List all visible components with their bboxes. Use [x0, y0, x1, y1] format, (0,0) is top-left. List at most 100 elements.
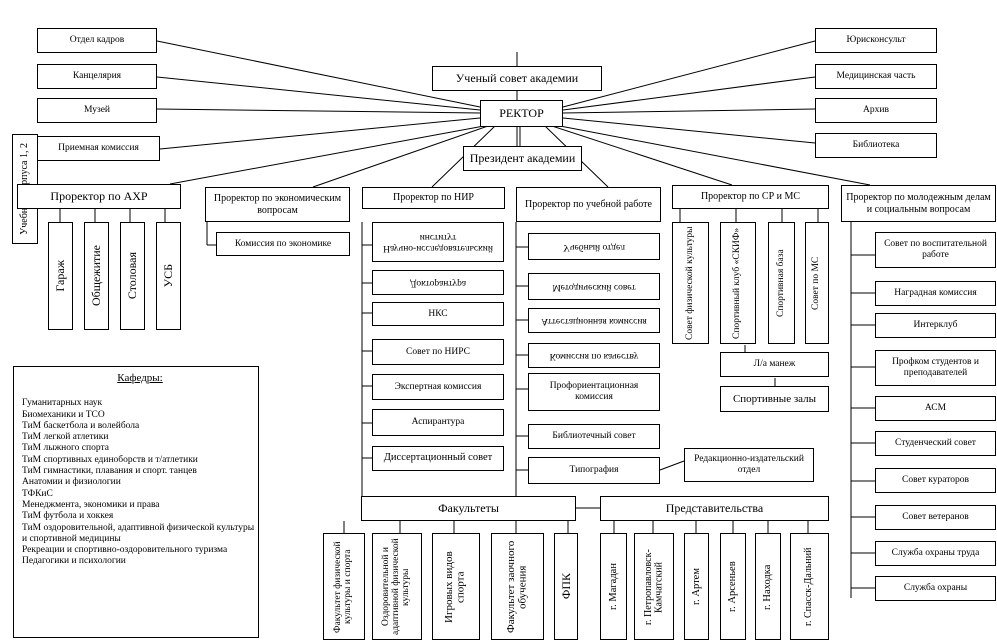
- prorector-box-academic: Проректор по учебной работе: [516, 187, 661, 222]
- departments-item: ТиМ баскетбола и волейбола: [22, 420, 140, 431]
- ucheb-dept-label: Учебный отдел: [563, 241, 625, 252]
- faculty-distance-label: Факультет заочного обучения: [504, 540, 529, 633]
- prorector-box-economics: Проректор по экономическим вопросам: [205, 187, 350, 222]
- ucheb-method-box: Методический совет: [528, 273, 660, 300]
- ucheb-attest-label: Аттестационная комиссия: [541, 315, 647, 326]
- nir-doctorate-label: Докторантура: [409, 277, 467, 288]
- rep-petropavlovsk-box: г. Петропавловск-Камчатский: [634, 533, 674, 640]
- sr-base-box: Спортивная база: [768, 222, 795, 344]
- dept-box-chancellery: Канцелярия: [37, 64, 157, 89]
- youth-veterans-box: Совет ветеранов: [875, 505, 996, 530]
- ucheb-method-label: Методический совет: [552, 281, 636, 292]
- departments-item: Рекреации и спортивно-оздоровительного т…: [22, 545, 228, 556]
- nir-doctorate-box: Докторантура: [372, 270, 504, 295]
- ucheb-dept-box: Учебный отдел: [528, 233, 660, 260]
- departments-item: ТиМ гимнастики, плавания и спорт. танцев: [22, 466, 197, 477]
- youth-interclub-box: Интерклуб: [875, 313, 996, 338]
- econ-commission-box: Комиссия по экономике: [216, 232, 350, 256]
- sr-manege-box: Л/а манеж: [720, 352, 829, 377]
- sr-halls-box: Спортивные залы: [720, 386, 829, 412]
- axr-canteen-label: Столовая: [125, 252, 140, 300]
- faculty-team-sports-label: Игровых видов спорта: [443, 550, 467, 623]
- faculty-team-sports-box: Игровых видов спорта: [432, 533, 480, 640]
- youth-awards-box: Наградная комиссия: [875, 281, 996, 306]
- sr-ms-label: Совет по МС: [811, 256, 822, 310]
- ucheb-career-box: Профориентационная комиссия: [528, 373, 660, 411]
- departments-list: Кафедры: Гуманитарных наук Биомеханики и…: [13, 366, 259, 638]
- sr-club-label: Спортивный клуб «СКИФ»: [732, 227, 743, 339]
- nir-institute-box: Научно-исследовательский институт: [372, 222, 504, 262]
- youth-labor-safety-box: Служба охраны труда: [875, 541, 996, 566]
- axr-dormitory-box: Общежитие: [84, 222, 109, 330]
- youth-union-box: Профком студентов и преподавателей: [875, 350, 996, 386]
- dept-box-medical: Медицинская часть: [815, 64, 937, 89]
- departments-item: Педагогики и психологии: [22, 556, 126, 567]
- departments-item: ТиМ лыжного спорта: [22, 443, 109, 454]
- departments-title: Кафедры:: [117, 372, 163, 384]
- dept-box-personnel: Отдел кадров: [37, 28, 157, 53]
- youth-asm-box: АСМ: [875, 396, 996, 421]
- youth-security-box: Служба охраны: [875, 576, 996, 601]
- president-box: Президент академии: [463, 146, 582, 171]
- departments-item: ТиМ спортивных единоборств и т/атлетики: [22, 454, 198, 465]
- rep-magadan-label: г. Магадан: [607, 563, 619, 610]
- rep-artem-box: г. Артем: [684, 533, 709, 640]
- rep-arsenyev-label: г. Арсеньев: [727, 561, 739, 612]
- ucheb-attest-box: Аттестационная комиссия: [528, 308, 660, 333]
- prorector-box-research: Проректор по НИР: [362, 187, 505, 209]
- ucheb-quality-box: Комиссия по качеству: [528, 343, 660, 368]
- faculty-distance-box: Факультет заочного обучения: [491, 533, 544, 640]
- youth-student-council-box: Студенческий совет: [875, 431, 996, 456]
- ucheb-quality-label: Комиссия по качеству: [549, 350, 639, 361]
- prorector-box-axr: Проректор по АХР: [17, 184, 181, 209]
- faculty-adaptive-box: Оздоровительной и адаптивной физической …: [372, 533, 422, 640]
- axr-garage-label: Гараж: [53, 260, 68, 292]
- representations-header: Представительства: [600, 496, 829, 521]
- rep-arsenyev-box: г. Арсеньев: [720, 533, 746, 640]
- dept-box-admissions: Приемная комиссия: [37, 136, 160, 161]
- ucheb-printing-box: Типография: [528, 457, 660, 484]
- prorector-box-youth: Проректор по молодежным делам и социальн…: [841, 185, 996, 222]
- nir-expert-box: Экспертная комиссия: [372, 374, 504, 400]
- sr-ms-box: Совет по МС: [805, 222, 829, 344]
- sr-base-label: Спортивная база: [775, 249, 786, 317]
- youth-educational-box: Совет по воспитательной работе: [875, 232, 996, 268]
- rep-petropavlovsk-label: г. Петропавловск-Камчатский: [642, 548, 665, 625]
- departments-item: ТиМ футбола и хоккея: [22, 511, 114, 522]
- nir-dissertation-box: Диссертационный совет: [372, 446, 504, 471]
- departments-item: ТиМ оздоровительной, адаптивной физическ…: [22, 522, 255, 544]
- dept-box-archive: Архив: [815, 98, 937, 123]
- departments-item: Гуманитарных наук: [22, 398, 103, 409]
- departments-item: Менеджмента, экономики и права: [22, 499, 160, 510]
- rector-box: РЕКТОР: [480, 100, 563, 127]
- nir-postgrad-box: Аспирантура: [372, 409, 504, 436]
- ucheb-library-council-box: Библиотечный совет: [528, 424, 660, 449]
- axr-canteen-box: Столовая: [120, 222, 145, 330]
- rep-nakhodka-box: г. Находка: [755, 533, 781, 640]
- faculty-fpk-label: ФПК: [558, 573, 573, 600]
- faculty-physical-culture-box: Факультет физической культуры и спорта: [323, 533, 365, 640]
- sr-phys-culture-box: Совет физической культуры: [672, 222, 709, 344]
- rep-magadan-box: г. Магадан: [600, 533, 627, 640]
- axr-usb-box: УСБ: [156, 222, 181, 330]
- axr-usb-label: УСБ: [161, 264, 176, 288]
- faculties-header: Факультеты: [361, 496, 576, 521]
- dept-box-legal: Юрисконсульт: [815, 28, 937, 53]
- departments-item: ТиМ легкой атлетики: [22, 432, 109, 443]
- prorector-box-sport: Проректор по СР и МС: [672, 185, 829, 209]
- dept-box-library: Библиотека: [815, 133, 937, 158]
- faculty-fpk-box: ФПК: [554, 533, 578, 640]
- publishing-box: Редакционно-издательский отдел: [684, 448, 814, 482]
- nir-institute-label: Научно-исследовательский институт: [383, 232, 493, 253]
- rep-spassk-label: г. Спасск-Дальний: [803, 547, 815, 626]
- youth-curators-box: Совет кураторов: [875, 468, 996, 493]
- rep-nakhodka-label: г. Находка: [762, 563, 774, 610]
- sr-phys-culture-label: Совет физической культуры: [684, 226, 695, 340]
- sr-club-box: Спортивный клуб «СКИФ»: [720, 222, 756, 344]
- academic-council-box: Ученый совет академии: [432, 66, 602, 91]
- faculty-adaptive-label: Оздоровительной и адаптивной физической …: [381, 538, 411, 635]
- rep-artem-label: г. Артем: [690, 568, 702, 605]
- departments-item: Биомеханики и ТСО: [22, 409, 105, 420]
- nir-nks-box: НКС: [372, 302, 504, 326]
